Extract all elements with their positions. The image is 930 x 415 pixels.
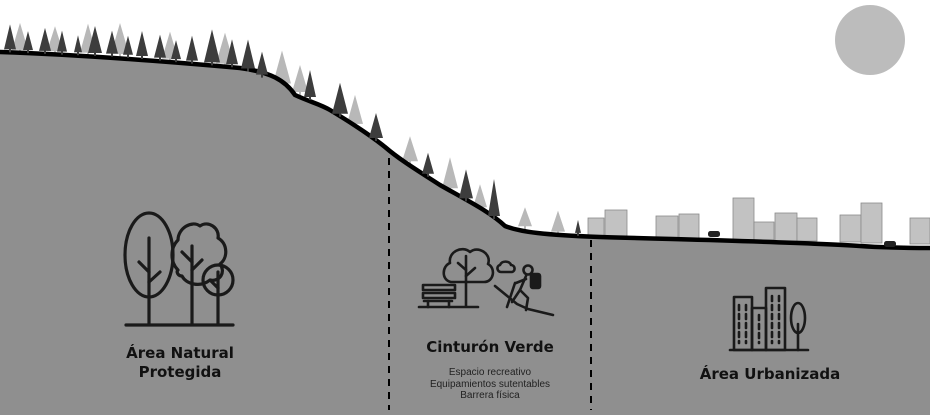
park-bench-tree-icon: [417, 247, 495, 309]
tree-icon: [459, 169, 473, 202]
tree-icon: [12, 22, 28, 53]
tree-icon: [488, 179, 500, 220]
zone-detail-item: Equipamientos sutentables: [429, 378, 551, 390]
zone-title-natural-line2: Protegida: [138, 363, 222, 381]
tree-icon: [442, 157, 458, 192]
tree-icon: [171, 40, 181, 63]
tree-icon: [136, 31, 148, 60]
tree-icon: [422, 152, 434, 177]
city-buildings: [587, 197, 930, 245]
tree-icon: [304, 70, 316, 100]
tree-icon: [575, 219, 581, 236]
zone-title-natural-line1: Área Natural: [126, 344, 234, 362]
zone-title-verde: Cinturón Verde: [426, 338, 554, 356]
zone-details-verde: Espacio recreativo Equipamientos sutenta…: [400, 367, 580, 402]
tree-icon: [226, 39, 238, 68]
tree-icon: [402, 136, 418, 165]
tree-icon: [23, 31, 33, 54]
buildings-icon: [728, 286, 810, 352]
tree-icon: [39, 27, 51, 54]
zone-title-natural: Área Natural Protegida: [95, 344, 265, 382]
tree-icon: [154, 34, 166, 61]
tree-icon: [123, 35, 133, 58]
tree-icon: [332, 82, 348, 117]
tree-icon: [186, 35, 198, 64]
terrain-outline: [0, 49, 930, 251]
tree-icon: [369, 112, 383, 141]
three-trees-icon: [123, 211, 235, 327]
tree-icon: [347, 94, 363, 127]
tree-icon: [518, 207, 532, 230]
cars: [708, 231, 896, 247]
tree-icon: [4, 24, 16, 53]
zone-detail-item: Barrera física: [460, 390, 520, 401]
sun-icon: [835, 5, 905, 75]
tree-icon: [292, 65, 308, 95]
tree-icon: [88, 25, 102, 56]
tree-icon: [551, 210, 565, 235]
zone-detail-item: Espacio recreativo: [448, 367, 532, 378]
tree-icon: [241, 39, 255, 72]
tree-icon: [106, 30, 118, 57]
zone-title-urbana: Área Urbanizada: [699, 365, 841, 383]
tree-icon: [204, 29, 220, 66]
hiker-icon: [493, 260, 555, 317]
tree-icon: [74, 35, 82, 56]
tree-icon: [57, 30, 67, 55]
forest-trees: [4, 24, 581, 236]
tree-icon: [256, 51, 268, 78]
